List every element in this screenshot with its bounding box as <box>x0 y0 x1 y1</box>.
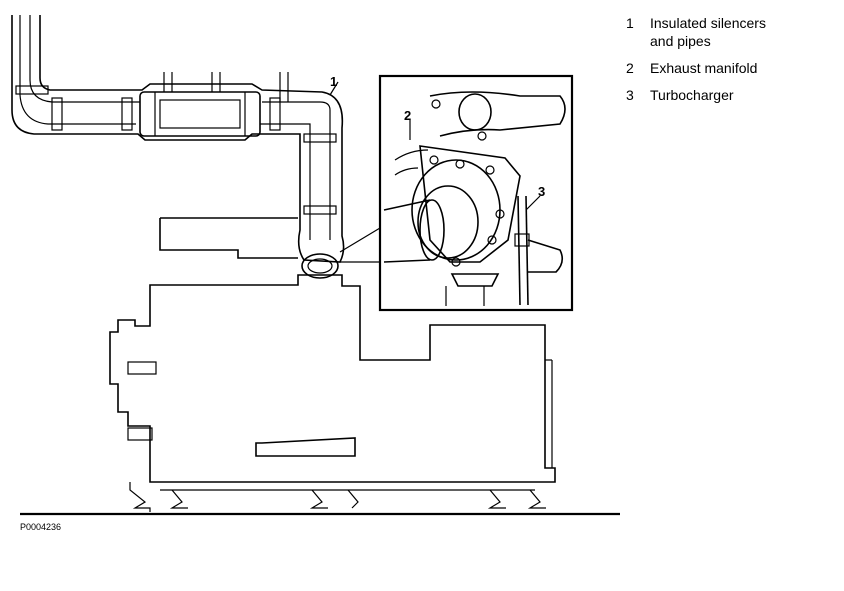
legend-item: 2 Exhaust manifold <box>626 59 836 77</box>
legend-item: 1 Insulated silencers and pipes <box>626 14 836 50</box>
turbocharger-detail-view <box>378 74 574 312</box>
legend: 1 Insulated silencers and pipes 2 Exhaus… <box>626 14 836 113</box>
callout-3: 3 <box>538 184 546 199</box>
engine-outline <box>109 217 556 483</box>
legend-label: Exhaust manifold <box>650 60 758 76</box>
legend-number: 3 <box>626 87 634 103</box>
legend-label: Insulated silencers and pipes <box>650 15 766 49</box>
legend-number: 2 <box>626 60 634 76</box>
detail-pointer <box>339 227 381 263</box>
figure-code: P0004236 <box>20 522 62 532</box>
legend-label: Turbocharger <box>650 87 734 103</box>
callout-2: 2 <box>404 108 412 123</box>
insulated-pipe-assembly <box>11 15 345 279</box>
callout-1: 1 <box>330 74 338 89</box>
legend-item: 3 Turbocharger <box>626 86 836 104</box>
engine-mounts <box>129 482 546 512</box>
legend-number: 1 <box>626 15 634 31</box>
